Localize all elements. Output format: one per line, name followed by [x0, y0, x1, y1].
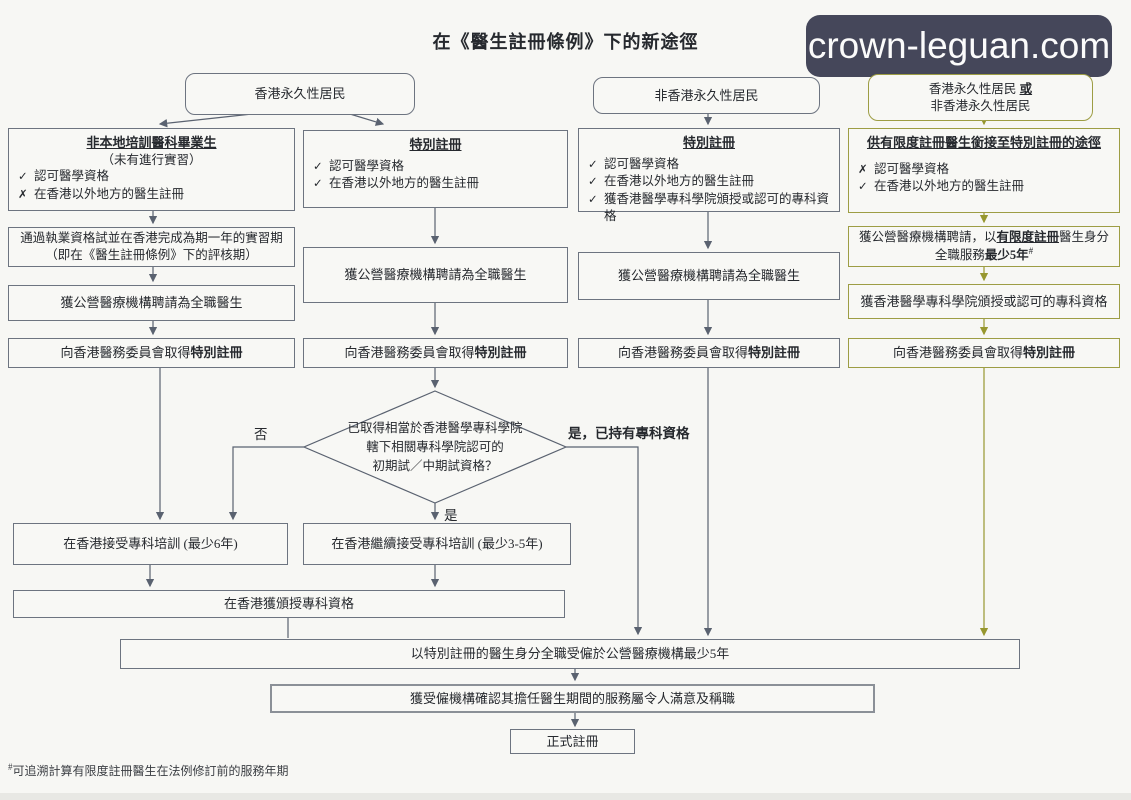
step-text-line2: 全職服務最少5年#	[934, 246, 1034, 263]
check-icon: ✓	[588, 191, 598, 206]
connector-no-branch	[228, 446, 304, 521]
step-continue-specialist-training: 在香港繼續接受專科培訓 (最少3-5年)	[303, 523, 571, 565]
criteria-item: ✓在香港以外地方的醫生註冊	[588, 173, 754, 191]
step-obtain-special-registration-col4: 向香港醫務委員會取得特別註冊	[848, 338, 1120, 368]
step-employed-public-col2: 獲公營醫療機構聘請為全職醫生	[303, 247, 568, 303]
step-employed-5-years-special-registration: 以特別註冊的醫生身分全職受僱於公營醫療機構最少5年	[120, 639, 1020, 669]
criteria-item: ✓在香港以外地方的醫生註冊	[858, 178, 1024, 196]
watermark-text: crown-leguan.com	[807, 25, 1111, 66]
step-text: 獲公營醫療機構聘請為全職醫生	[344, 267, 527, 283]
step-obtain-special-registration-col2: 向香港醫務委員會取得特別註冊	[303, 338, 568, 368]
decision-yes-specialist-label: 是，已持有專科資格	[568, 426, 690, 441]
step-employed-public-col1: 獲公營醫療機構聘請為全職醫生	[8, 285, 295, 321]
criteria-item: ✓在香港以外地方的醫生註冊	[313, 175, 479, 193]
check-icon: ✓	[18, 169, 28, 184]
criteria-title: 特別註冊	[409, 137, 462, 152]
step-text: 獲香港醫學專科學院頒授或認可的專科資格	[860, 293, 1108, 309]
criteria-item: ✓認可醫學資格	[588, 156, 679, 174]
step-text: 獲公營醫療機構聘請為全職醫生	[617, 268, 800, 284]
criteria-limited-registration-bridge: 供有限度註冊醫生銜接至特別註冊的途徑 ✗認可醫學資格 ✓在香港以外地方的醫生註冊	[848, 128, 1120, 213]
header-label-line1: 香港永久性居民 或	[928, 81, 1033, 96]
header-either-resident: 香港永久性居民 或 非香港永久性居民	[868, 74, 1093, 121]
step-text-line1: 通過執業資格試並在香港完成為期一年的實習期	[20, 231, 283, 246]
step-text: 以特別註冊的醫生身分全職受僱於公營醫療機構最少5年	[410, 646, 730, 662]
decision-diamond-shape	[302, 390, 568, 504]
step-text: 在香港接受專科培訓 (最少6年)	[63, 536, 238, 552]
scan-edge-artifact	[0, 793, 1131, 800]
page-title: 在《醫生註冊條例》下的新途徑	[432, 32, 699, 52]
step-text: 獲受僱機構確認其擔任醫生期間的服務屬令人滿意及稱職	[409, 690, 735, 706]
header-non-hk-permanent-resident: 非香港永久性居民	[593, 77, 820, 114]
criteria-title: 非本地培訓醫科畢業生	[86, 135, 217, 150]
decision-question: 已取得相當於香港醫學專科學院 轄下相關專科學院認可的 初期試／中期試資格？	[318, 419, 552, 475]
decision-no-label: 否	[254, 427, 268, 442]
step-text: 在香港獲頒授專科資格	[223, 596, 354, 612]
step-text: 向香港醫務委員會取得特別註冊	[60, 345, 243, 361]
criteria-item: ✓認可醫學資格	[313, 158, 404, 176]
criteria-special-registration-hk: 特別註冊 ✓認可醫學資格 ✓在香港以外地方的醫生註冊	[303, 130, 568, 208]
criteria-item: ✓認可醫學資格	[18, 168, 109, 186]
criteria-non-local-graduates: 非本地培訓醫科畢業生 （未有進行實習） ✓認可醫學資格 ✗在香港以外地方的醫生註…	[8, 128, 295, 211]
decision-yes-label: 是	[444, 508, 458, 523]
step-awarded-specialist-qualification: 在香港獲頒授專科資格	[13, 590, 565, 618]
criteria-subtitle: （未有進行實習）	[101, 152, 202, 167]
check-icon: ✓	[313, 158, 323, 173]
header-label-line2: 非香港永久性居民	[930, 98, 1031, 113]
footnote-mark: #	[8, 762, 13, 772]
decision-line1: 已取得相當於香港醫學專科學院	[347, 421, 523, 435]
step-text: 向香港醫務委員會取得特別註冊	[892, 345, 1076, 361]
step-licensing-exam-internship: 通過執業資格試並在香港完成為期一年的實習期 （即在《醫生註冊條例》下的評核期）	[8, 227, 295, 267]
step-employed-public-col3: 獲公營醫療機構聘請為全職醫生	[578, 252, 840, 300]
cross-icon: ✗	[858, 161, 868, 176]
step-text: 正式註冊	[546, 733, 599, 749]
check-icon: ✓	[588, 174, 598, 189]
step-academy-specialist-qualification: 獲香港醫學專科學院頒授或認可的專科資格	[848, 284, 1120, 319]
criteria-item: ✓獲香港醫學專科學院頒授或認可的專科資格	[588, 191, 830, 226]
step-text-line1: 獲公營醫療機構聘請，以有限度註冊醫生身分	[858, 229, 1110, 244]
check-icon: ✓	[313, 176, 323, 191]
watermark-badge: crown-leguan.com	[806, 15, 1112, 77]
criteria-special-registration-non-hk: 特別註冊 ✓認可醫學資格 ✓在香港以外地方的醫生註冊 ✓獲香港醫學專科學院頒授或…	[578, 128, 840, 223]
criteria-item: ✗認可醫學資格	[858, 161, 949, 179]
connector	[349, 113, 385, 126]
step-text-line2: （即在《醫生註冊條例》下的評核期）	[45, 248, 258, 262]
step-text: 在香港繼續接受專科培訓 (最少3-5年)	[331, 536, 543, 552]
check-icon: ✓	[858, 179, 868, 194]
criteria-item: ✗在香港以外地方的醫生註冊	[18, 186, 184, 204]
footnote: #可追溯計算有限度註冊醫生在法例修訂前的服務年期	[8, 762, 289, 779]
step-obtain-special-registration-col1: 向香港醫務委員會取得特別註冊	[8, 338, 295, 368]
footnote-text: 可追溯計算有限度註冊醫生在法例修訂前的服務年期	[12, 764, 289, 778]
decision-line3: 初期試／中期試資格？	[372, 458, 498, 473]
step-formal-registration: 正式註冊	[510, 729, 635, 754]
check-icon: ✓	[588, 156, 598, 171]
criteria-title: 供有限度註冊醫生銜接至特別註冊的途徑	[866, 135, 1101, 150]
header-label: 非香港永久性居民	[654, 87, 759, 103]
header-label: 香港永久性居民	[254, 86, 346, 102]
step-service-confirmed-satisfactory: 獲受僱機構確認其擔任醫生期間的服務屬令人滿意及稱職	[270, 684, 875, 713]
decision-line2: 轄下相關專科學院認可的	[366, 439, 504, 454]
header-hk-permanent-resident: 香港永久性居民	[185, 73, 415, 115]
step-limited-registration-service: 獲公營醫療機構聘請，以有限度註冊醫生身分 全職服務最少5年#	[848, 226, 1120, 267]
connector-yes-specialist-branch	[566, 446, 643, 636]
step-obtain-special-registration-col3: 向香港醫務委員會取得特別註冊	[578, 338, 840, 368]
step-text: 向香港醫務委員會取得特別註冊	[617, 345, 801, 361]
step-text: 獲公營醫療機構聘請為全職醫生	[60, 295, 243, 311]
connector	[158, 113, 253, 128]
criteria-title: 特別註冊	[682, 135, 735, 150]
cross-icon: ✗	[18, 186, 28, 201]
step-text: 向香港醫務委員會取得特別註冊	[344, 345, 527, 361]
step-specialist-training-6-years: 在香港接受專科培訓 (最少6年)	[13, 523, 288, 565]
